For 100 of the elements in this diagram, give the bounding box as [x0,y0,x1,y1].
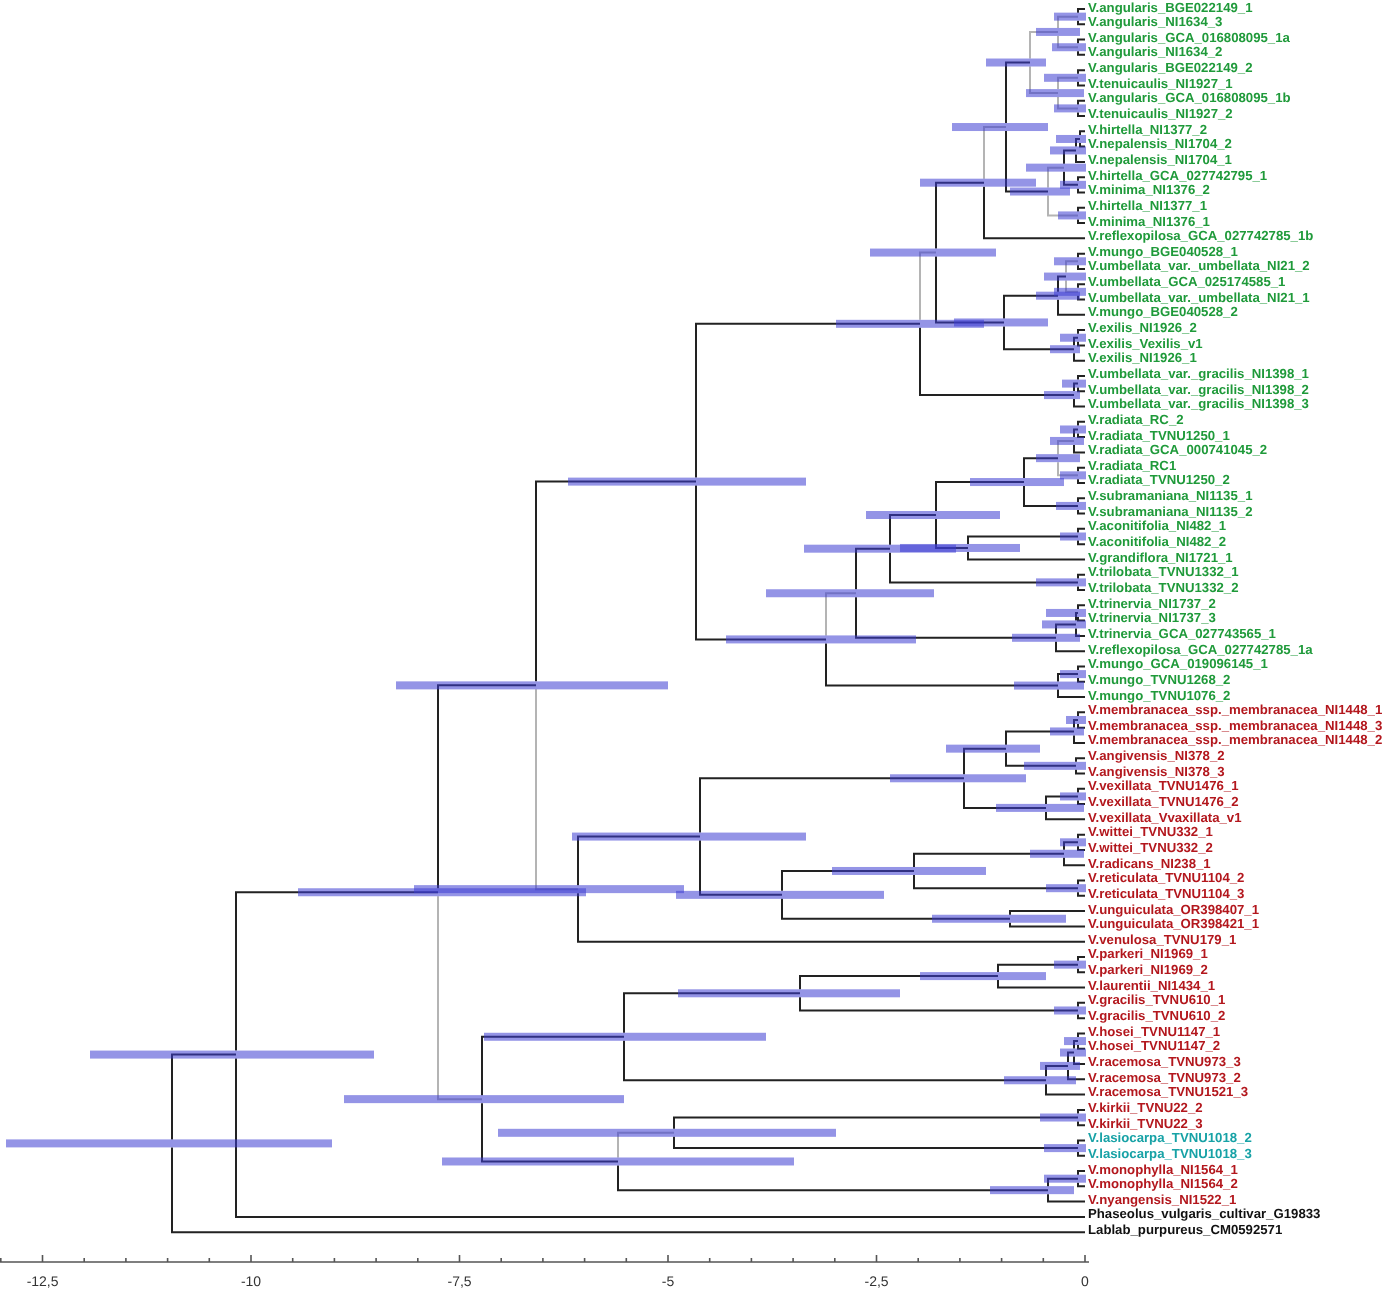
node-interval-bar [932,914,1066,923]
tree-branch [781,869,915,892]
node-interval-bar [1042,620,1086,629]
tree-branch [919,251,937,321]
node-interval-bar [1056,501,1086,510]
tree-branch [1077,19,1086,26]
tree-branch [913,873,1079,890]
node-interval-bar [952,123,1048,131]
node-interval-bar [1046,884,1086,893]
tree-branch [1065,279,1079,293]
node-interval-bar [1044,1144,1086,1153]
tree-branch [919,326,1075,397]
tree-branch [437,684,537,890]
tree-branch [1077,585,1086,591]
tree-branch [1057,15,1079,29]
tree-branch [1045,1083,1086,1096]
tree-branch [1077,329,1086,335]
tree-branch [935,481,1025,512]
tree-branch [1057,439,1075,456]
tree-branch [1077,187,1086,194]
tree-branch [1003,325,1075,351]
tree-branch [481,1102,619,1163]
tree-branch [1057,34,1079,49]
tree-branch [1077,50,1086,56]
tree-branch [1063,149,1077,165]
tree-branch [935,255,1005,324]
tree-branch [1047,166,1065,189]
node-interval-bar [1054,257,1086,266]
node-interval-bar [1040,1061,1080,1070]
node-interval-bar [1062,379,1086,388]
node-interval-bar [1036,27,1080,36]
node-interval-bar [396,681,668,690]
tree-branch [1067,1051,1075,1063]
tree-branch [1075,768,1086,775]
node-interval-bar [986,58,1046,67]
tree-branch [1073,1040,1079,1050]
tree-branch [1077,206,1086,213]
tree-branch [983,185,1086,240]
tree-branch [997,963,1079,974]
tree-branch [1077,508,1086,515]
tree-branch [171,1146,1086,1234]
tree-branch [673,1116,1079,1130]
tree-branch [1077,833,1086,840]
tree-branch [1005,61,1031,124]
tree-branch [1077,1001,1086,1008]
tree-branch [1077,1032,1086,1039]
node-interval-bar [1060,838,1086,847]
tree-branch [1029,65,1059,95]
node-interval-bar [1012,633,1080,642]
node-interval-bar [1054,1006,1086,1015]
node-interval-bar [1060,471,1086,480]
tree-branch [1063,170,1079,186]
node-interval-bar [954,318,1048,327]
node-interval-bar [1044,391,1080,400]
tree-branch [1077,340,1086,347]
tree-branch [1077,1013,1086,1020]
tree-branch [1045,1064,1069,1078]
tree-branch [1077,1108,1086,1115]
node-interval-bar [1060,792,1086,801]
node-interval-bar [832,866,986,875]
tree-branch [577,892,1086,943]
tree-branch [1075,757,1086,763]
node-interval-bar [1040,1113,1086,1122]
node-interval-bar [498,1128,836,1137]
tree-branch [1077,218,1086,225]
tree-branch [1067,1068,1086,1081]
tree-branch [1055,640,1086,653]
tree-branch [1057,96,1079,110]
node-interval-bar [990,1186,1074,1195]
tree-branch [1045,810,1086,821]
tree-branch [1005,751,1077,767]
tree-branch [1065,260,1079,274]
tree-branch [1023,457,1059,480]
node-interval-bar [726,635,916,644]
node-interval-bar [836,319,984,328]
node-interval-bar [1066,716,1086,724]
tree-branch [235,891,439,1052]
tree-branch [1077,787,1086,794]
node-interval-bar [1064,1037,1086,1046]
tree-branch [235,1057,1086,1218]
tree-branch [1075,137,1081,148]
tree-branch [1073,443,1086,454]
tree-branch [1077,478,1086,484]
node-interval-bar [866,511,1000,519]
node-interval-bar [920,178,1036,187]
node-interval-bar [1050,436,1084,445]
tree-branch [855,596,1057,639]
node-interval-bar [90,1050,374,1059]
node-interval-bar [1060,532,1086,541]
node-interval-bar [1052,43,1086,52]
tree-branch [617,1164,1049,1192]
tree-branch [1079,141,1086,148]
tree-branch [1077,1170,1086,1176]
tree-branch [1077,799,1086,806]
tree-branch [1045,795,1079,805]
node-interval-bar [804,544,956,553]
node-interval-bar [1044,272,1086,281]
tree-branch [1077,1139,1086,1146]
tree-branch [1077,1151,1086,1157]
tree-branch [535,688,579,891]
